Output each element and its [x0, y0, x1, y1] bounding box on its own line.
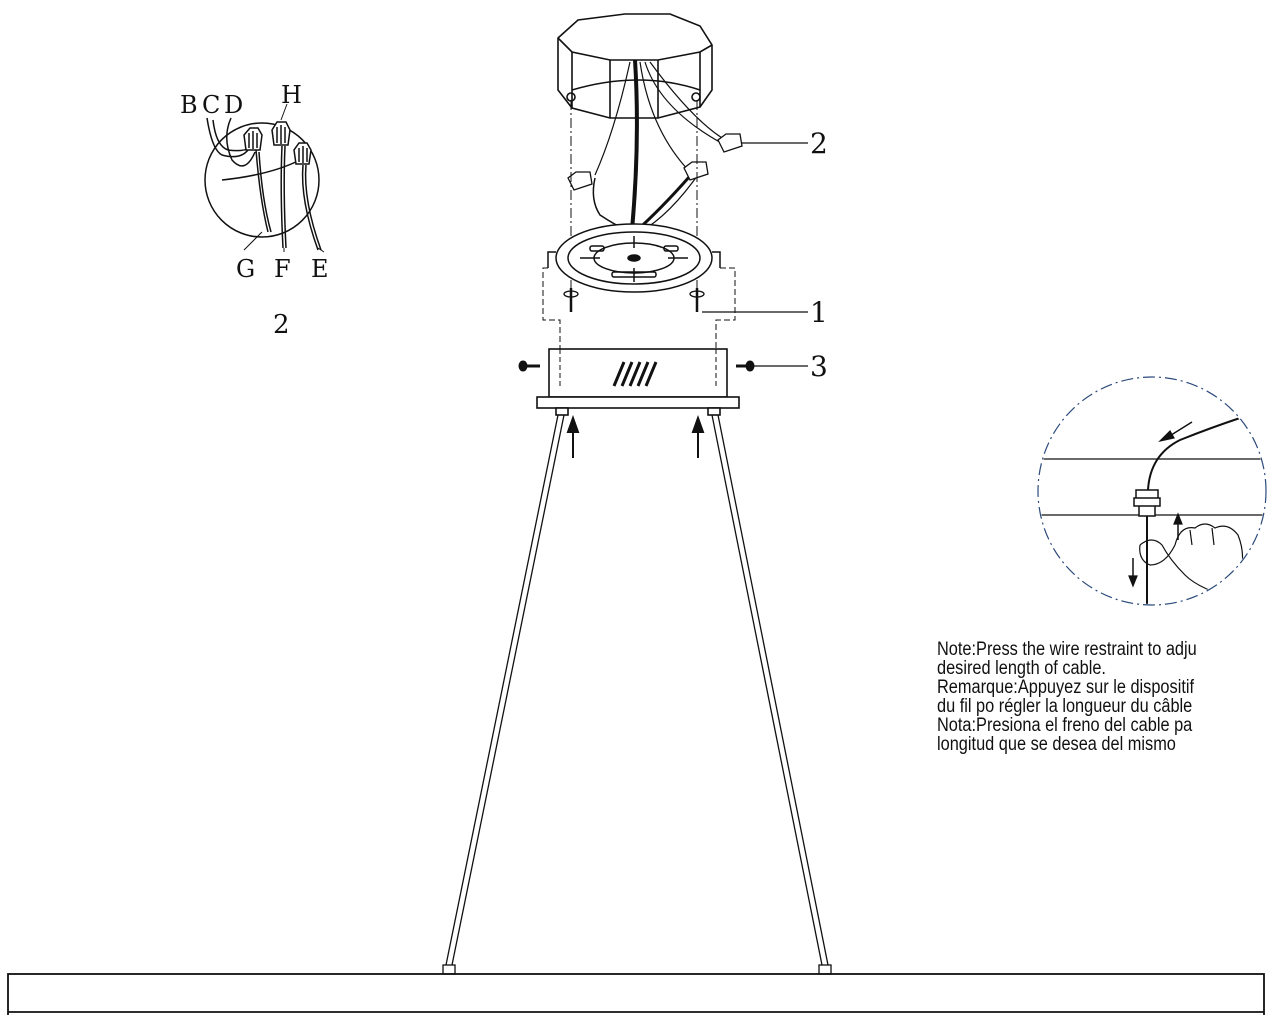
- cable-detail-circle: [1037, 376, 1267, 606]
- mounting-screws: [563, 288, 705, 312]
- callout-2: 2: [810, 127, 828, 160]
- cable-adjust-detail: [1037, 376, 1267, 606]
- note-line-5: Nota:Presiona el freno del cable pa: [937, 715, 1193, 736]
- callout-1: 1: [810, 296, 828, 329]
- note-line-4: du fil po régler la longueur du câble: [937, 696, 1193, 717]
- wire-nut-icon: [567, 171, 593, 191]
- wire-nuts: [567, 133, 743, 191]
- detail-step-number: 2: [273, 310, 290, 340]
- up-arrow-icon: [566, 415, 705, 458]
- screw-hole-icon: [691, 92, 701, 102]
- callout-3: 3: [810, 350, 828, 383]
- note-line-1: Note:Press the wire restraint to adju: [937, 640, 1197, 660]
- suspension-cables: [442, 414, 832, 975]
- wiring-detail-circle: [204, 122, 320, 238]
- canopy-side-screws: [518, 360, 755, 372]
- cable-adjust-note: Note:Press the wire restraint to adju de…: [937, 640, 1224, 754]
- canopy: [536, 348, 740, 416]
- wire-nut-icon: [717, 133, 743, 153]
- wire-label-g: G: [236, 255, 255, 283]
- bracket-outline: [542, 267, 736, 350]
- light-fixture-body: [7, 973, 1265, 1020]
- mounting-plate: [547, 223, 721, 293]
- wire-label-h: H: [281, 81, 302, 109]
- note-line-6: longitud que se desea del mismo: [937, 734, 1176, 754]
- note-line-3: Remarque:Appuyez sur le dispositif: [937, 677, 1195, 698]
- wire-label-c: C: [202, 91, 220, 119]
- wire-nut-icon: [683, 161, 709, 181]
- hand-icon: [1139, 523, 1244, 601]
- cable-restraint-icon: [1133, 489, 1161, 517]
- wire-label-f: F: [274, 255, 291, 283]
- wiring-detail: [204, 103, 325, 253]
- wire-label-d: D: [224, 91, 243, 119]
- wire-label-b: B: [180, 91, 198, 119]
- note-line-2: desired length of cable.: [937, 658, 1106, 679]
- wire-label-e: E: [311, 255, 329, 283]
